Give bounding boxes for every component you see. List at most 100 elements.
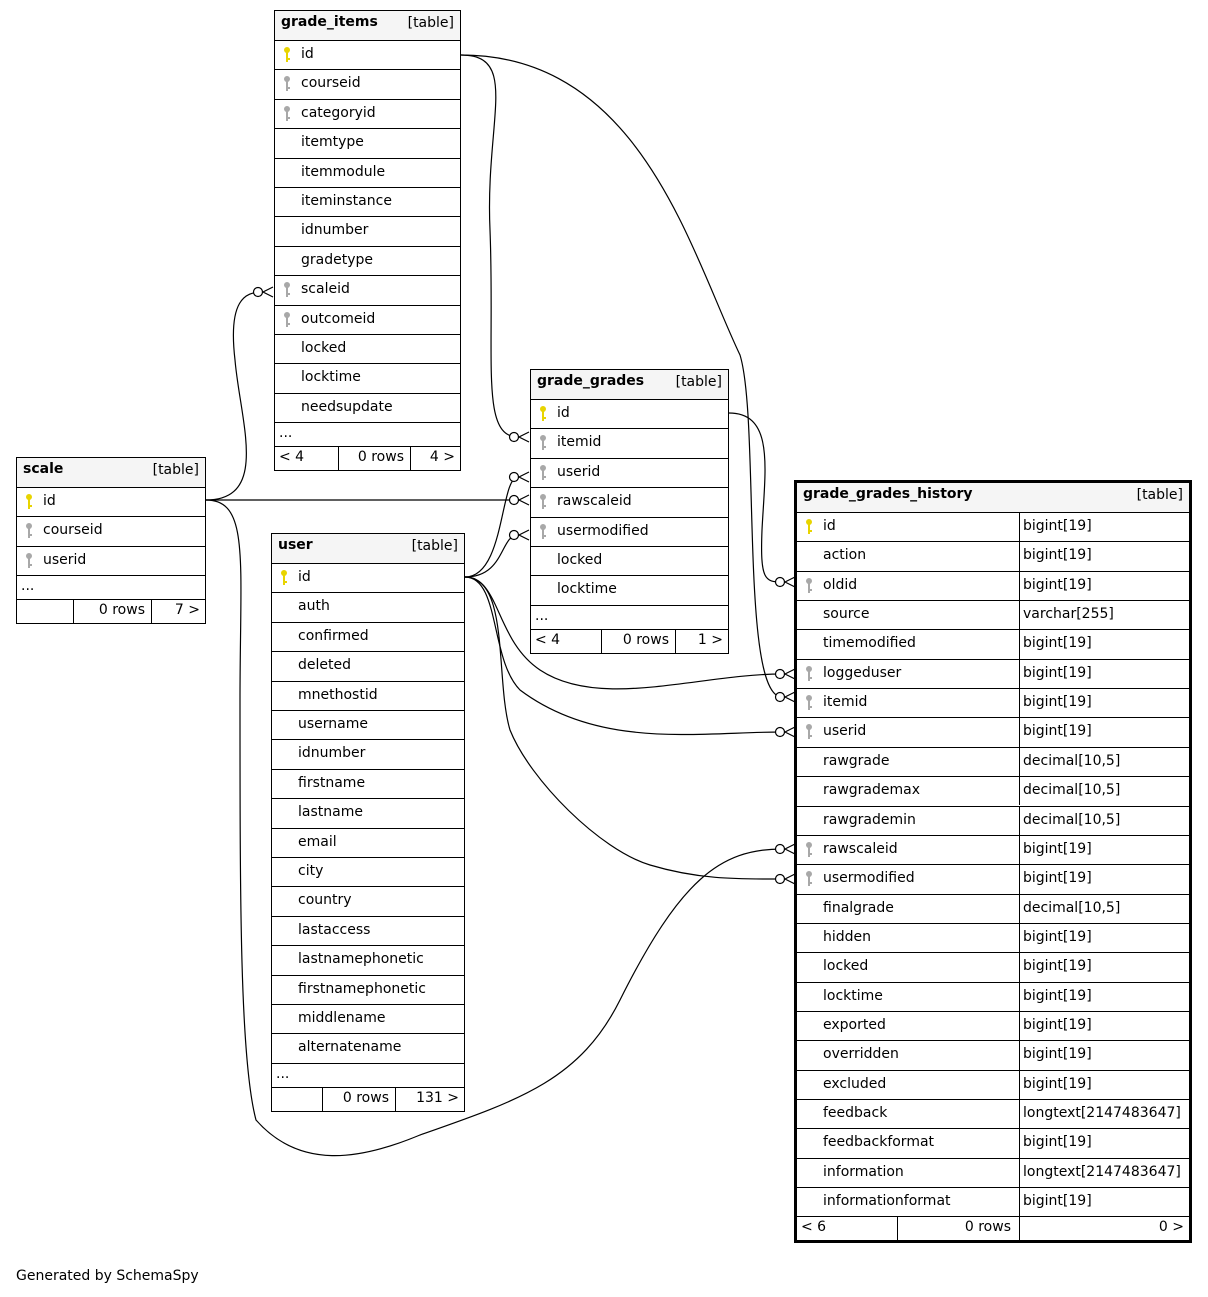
column-row: email bbox=[272, 827, 464, 857]
foreign-key-icon bbox=[283, 311, 291, 329]
foreign-key-icon bbox=[805, 577, 813, 595]
column-name: id bbox=[43, 493, 56, 509]
column-name: idnumber bbox=[301, 222, 369, 239]
table-header: grade_items[table] bbox=[275, 11, 460, 40]
column-row: usermodified bbox=[531, 516, 728, 546]
column-row: auth bbox=[272, 592, 464, 621]
column-type: bigint[19] bbox=[1023, 958, 1092, 975]
column-row: idnumber bbox=[275, 216, 460, 245]
column-type: bigint[19] bbox=[1023, 870, 1092, 887]
column-row: locktime bbox=[275, 363, 460, 392]
table-name: user bbox=[278, 537, 313, 553]
more-columns-row: ... bbox=[17, 575, 205, 599]
column-row: locked bbox=[275, 334, 460, 363]
column-row: needsupdate bbox=[275, 392, 460, 422]
footer-rows: 0 rows bbox=[357, 449, 404, 466]
column-row: id bbox=[17, 487, 205, 516]
column-name: city bbox=[298, 863, 324, 879]
column-name: itemmodule bbox=[301, 163, 386, 180]
column-name: locktime bbox=[301, 369, 361, 386]
link-userid-grade-grades bbox=[464, 476, 519, 578]
footer-parents: < 4 bbox=[279, 449, 305, 466]
column-row: userid bbox=[17, 545, 205, 575]
column-name: feedback bbox=[823, 1105, 888, 1121]
column-row: courseid bbox=[275, 69, 460, 98]
column-name: usermodified bbox=[823, 870, 915, 887]
column-row: lastnamephonetic bbox=[272, 945, 464, 974]
column-name: lastnamephonetic bbox=[298, 951, 424, 968]
column-name: email bbox=[298, 833, 337, 850]
link-usermodified-grade-grades bbox=[464, 534, 519, 578]
column-row: itemid bbox=[531, 428, 728, 457]
foreign-key-icon bbox=[283, 281, 291, 299]
table-name: grade_grades bbox=[537, 373, 645, 389]
column-row: locked bbox=[531, 546, 728, 575]
table-kind: [table] bbox=[411, 538, 458, 554]
column-name: itemtype bbox=[301, 134, 364, 151]
column-name: idnumber bbox=[298, 745, 366, 762]
column-name: country bbox=[298, 892, 352, 909]
more-columns-ellipsis: ... bbox=[535, 607, 549, 624]
column-type: decimal[10,5] bbox=[1023, 811, 1121, 828]
column-type: bigint[19] bbox=[1023, 664, 1092, 681]
column-row: usermodified bigint[19] bbox=[797, 864, 1189, 894]
foreign-key-icon bbox=[539, 464, 547, 482]
footer-rows: 0 rows bbox=[622, 631, 669, 648]
primary-key-icon bbox=[25, 493, 33, 511]
column-name: rawscaleid bbox=[823, 840, 898, 857]
table-name: scale bbox=[23, 461, 64, 477]
column-name: mnethostid bbox=[298, 686, 378, 703]
column-row: firstnamephonetic bbox=[272, 974, 464, 1004]
column-name: userid bbox=[557, 463, 601, 480]
table-header: scale[table] bbox=[17, 458, 205, 487]
footer-rows: 0 rows bbox=[342, 1089, 389, 1106]
column-name: auth bbox=[298, 598, 330, 615]
column-name: middlename bbox=[298, 1010, 386, 1026]
link-itemid-grade-grades bbox=[460, 54, 519, 438]
column-type: varchar[255] bbox=[1023, 606, 1114, 623]
column-name: itemid bbox=[557, 434, 602, 451]
foreign-key-icon bbox=[805, 665, 813, 683]
column-type: longtext[2147483647] bbox=[1023, 1163, 1181, 1180]
column-name: firstname bbox=[298, 774, 366, 791]
column-name: informationformat bbox=[823, 1193, 951, 1210]
column-type: decimal[10,5] bbox=[1023, 899, 1121, 916]
column-name: usermodified bbox=[557, 522, 649, 539]
footer-children: 7 > bbox=[174, 602, 200, 619]
link-itemid-history bbox=[460, 54, 783, 698]
more-columns-ellipsis: ... bbox=[279, 425, 293, 442]
column-name: rawgrade bbox=[823, 752, 890, 769]
table-kind: [table] bbox=[675, 374, 722, 390]
column-name: needsupdate bbox=[301, 398, 393, 415]
column-name: excluded bbox=[823, 1075, 887, 1092]
column-name: id bbox=[301, 46, 314, 62]
table-header: grade_grades_history[table] bbox=[797, 483, 1189, 512]
foreign-key-icon bbox=[25, 522, 33, 540]
column-name: exported bbox=[823, 1016, 886, 1033]
column-row: firstname bbox=[272, 768, 464, 798]
column-name: userid bbox=[43, 551, 87, 568]
column-row: middlename bbox=[272, 1004, 464, 1033]
column-row: lastname bbox=[272, 798, 464, 827]
column-row: confirmed bbox=[272, 621, 464, 651]
column-name: deleted bbox=[298, 657, 351, 674]
column-type: bigint[19] bbox=[1023, 1134, 1092, 1151]
column-name: username bbox=[298, 716, 368, 732]
column-type: longtext[2147483647] bbox=[1023, 1105, 1181, 1121]
footer-rows: 0 rows bbox=[964, 1219, 1011, 1236]
